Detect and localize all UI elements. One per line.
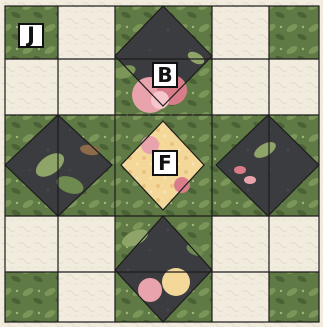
center-rose-2 — [174, 177, 190, 193]
corner-square-top-right — [269, 6, 319, 59]
unit-label-b: B — [152, 62, 178, 88]
unit-label-f: F — [152, 150, 178, 176]
bud-right-2 — [244, 176, 256, 184]
sashing-top-right — [212, 6, 269, 59]
sashing-top-left — [58, 6, 115, 59]
rose-top-center — [151, 91, 169, 109]
bud-right-1 — [234, 166, 246, 174]
sashing-right-top — [269, 59, 319, 115]
sashing-left-top — [5, 59, 58, 115]
sashing-right-bottom — [269, 216, 319, 272]
corner-square-bottom-left — [5, 272, 58, 322]
corner-square-bottom-right — [269, 272, 319, 322]
sashing-bottom-right — [212, 272, 269, 322]
sashing-bottom-left — [58, 272, 115, 322]
unit-label-j: J — [18, 23, 44, 48]
sashing-left-bottom — [5, 216, 58, 272]
